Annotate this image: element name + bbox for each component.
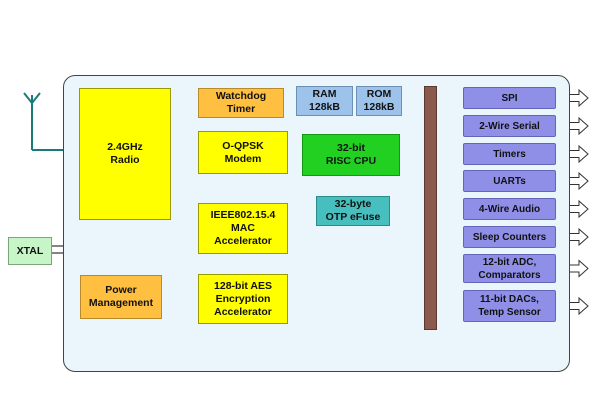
peripheral-block: Timers	[463, 143, 556, 165]
peripheral-block: SPI	[463, 87, 556, 109]
system-bus	[424, 86, 437, 330]
peripheral-block: UARTs	[463, 170, 556, 192]
antenna-icon	[23, 92, 66, 151]
peripheral-block: Sleep Counters	[463, 226, 556, 248]
otp-efuse-block: 32-byte OTP eFuse	[316, 196, 390, 226]
aes-accelerator-block: 128-bit AES Encryption Accelerator	[198, 274, 288, 324]
rom-block: ROM 128kB	[356, 86, 402, 116]
watchdog-timer-block: Watchdog Timer	[198, 88, 284, 118]
power-management-block: Power Management	[80, 275, 162, 319]
radio-block: 2.4GHz Radio	[79, 88, 171, 220]
mac-accelerator-block: IEEE802.15.4 MAC Accelerator	[198, 203, 288, 254]
peripheral-block: 2-Wire Serial	[463, 115, 556, 137]
peripheral-block: 11-bit DACs, Temp Sensor	[463, 290, 556, 322]
oqpsk-modem-block: O-QPSK Modem	[198, 131, 288, 174]
cpu-block: 32-bit RISC CPU	[302, 134, 400, 176]
peripheral-block: 4-Wire Audio	[463, 198, 556, 220]
peripheral-block: 12-bit ADC, Comparators	[463, 254, 556, 283]
ram-block: RAM 128kB	[296, 86, 353, 116]
xtal-block: XTAL	[8, 237, 52, 265]
